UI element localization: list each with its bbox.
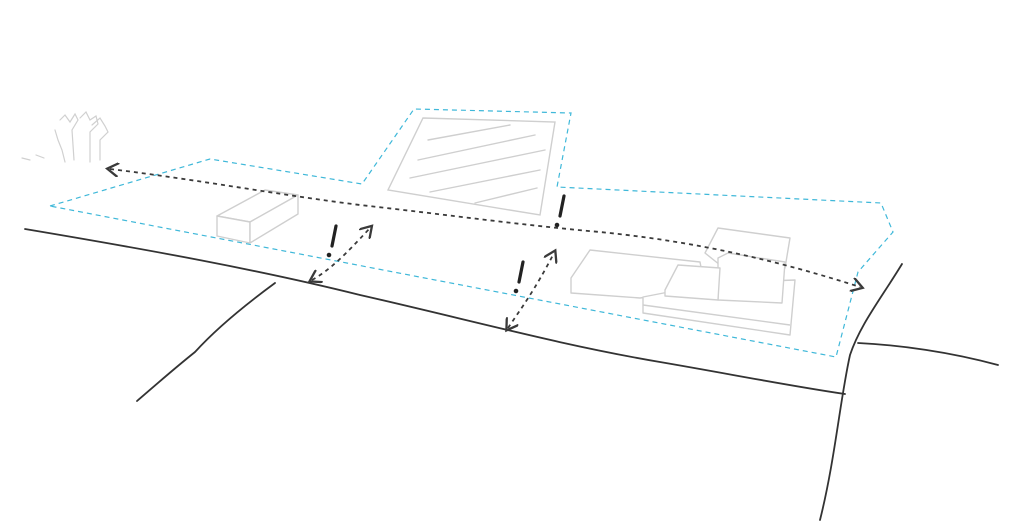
- small-block-building: [216, 189, 299, 244]
- access-point-3: [554, 194, 566, 228]
- site-boundary: [49, 108, 894, 358]
- tree-cluster-sketch: [21, 110, 109, 163]
- side-road-right-branch: [857, 342, 999, 366]
- large-building-complex: [570, 227, 796, 336]
- dashed-double-arrow-path: [110, 169, 860, 287]
- access-point-2: [513, 260, 525, 294]
- access-point-1: [326, 224, 338, 258]
- access-arrow-1: [312, 228, 370, 280]
- side-road-right-curve: [819, 263, 903, 521]
- road-lines: [24, 228, 999, 521]
- hatched-field: [386, 117, 556, 216]
- side-road-left: [136, 282, 276, 402]
